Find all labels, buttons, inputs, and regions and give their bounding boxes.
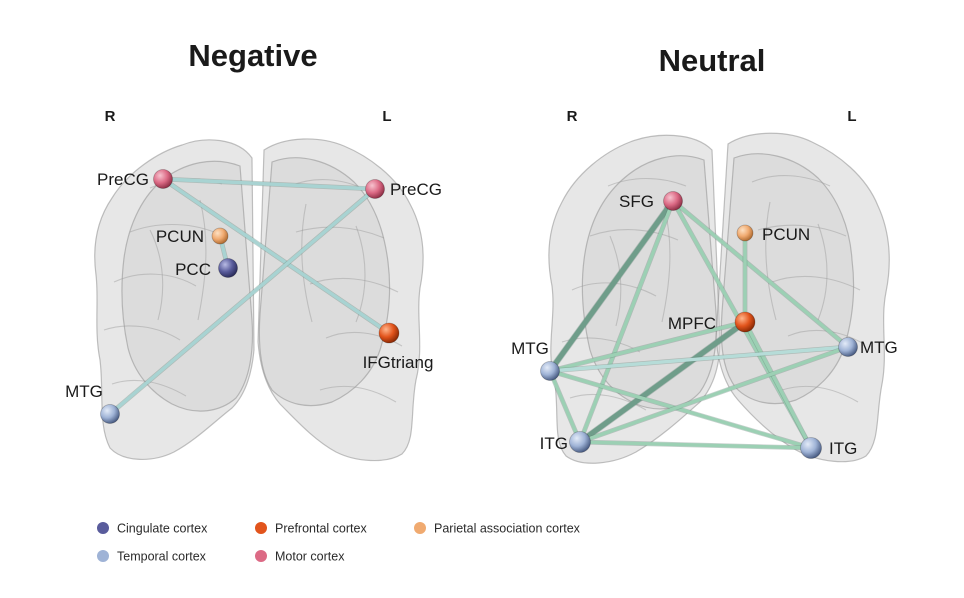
edge-neutral-sfg-itg_r — [578, 199, 675, 444]
legend-label-parietal: Parietal association cortex — [434, 522, 581, 536]
legend-label-temporal: Temporal cortex — [117, 550, 207, 564]
node-neutral-pcun — [736, 224, 754, 242]
legend-swatch-prefrontal — [255, 522, 267, 534]
edge-neutral-mpfc-itg_l — [743, 320, 813, 450]
legend-swatch-motor — [255, 550, 267, 562]
edge-neutral-itg_r-mtg_l — [578, 345, 850, 444]
legend-swatch-cingulate — [97, 522, 109, 534]
node-neutral-itg_l — [800, 437, 822, 459]
node-neutral-itg_r — [569, 431, 591, 453]
node-label-negative-pcc: PCC — [175, 260, 211, 279]
node-label-neutral-sfg: SFG — [619, 192, 654, 211]
node-neutral-sfg — [663, 191, 683, 211]
node-label-neutral-mtg_r: MTG — [511, 339, 549, 358]
side-marker-right-negative: R — [105, 108, 116, 125]
edge-neutral-mtg_r-mtg_l — [548, 345, 850, 373]
edge-neutral-mpfc-mtg_r — [548, 320, 747, 373]
legend-swatch-temporal — [97, 550, 109, 562]
node-label-neutral-mtg_l: MTG — [860, 338, 898, 357]
legend-label-prefrontal: Prefrontal cortex — [275, 522, 367, 536]
legend-swatch-parietal — [414, 522, 426, 534]
edge-neutral-sfg-mtg_r — [547, 198, 676, 374]
side-marker-left-negative: L — [382, 108, 391, 125]
node-neutral-mpfc — [734, 311, 756, 333]
edge-negative-precg_r-precg_l — [161, 177, 377, 191]
node-label-neutral-itg_r: ITG — [540, 434, 568, 453]
edge-negative-precg_l-mtg_r — [108, 187, 377, 416]
node-negative-pcc — [218, 258, 238, 278]
legend-label-cingulate: Cingulate cortex — [117, 522, 208, 536]
node-label-negative-pcun: PCUN — [156, 227, 204, 246]
edge-neutral-mpfc-itg_r — [577, 319, 748, 445]
side-marker-right-neutral: R — [567, 108, 578, 125]
node-negative-mtg_r — [100, 404, 120, 424]
node-negative-ifg — [378, 322, 400, 344]
node-label-negative-precg_r: PreCG — [97, 170, 149, 189]
node-neutral-mtg_r — [540, 361, 560, 381]
panel-title-neutral: Neutral — [659, 43, 766, 78]
node-neutral-mtg_l — [838, 337, 858, 357]
node-label-negative-ifg: IFGtriang — [363, 353, 434, 372]
legend-label-motor: Motor cortex — [275, 550, 345, 564]
legend: Cingulate cortex Prefrontal cortex Parieta… — [97, 522, 581, 564]
node-negative-precg_l — [365, 179, 385, 199]
node-label-negative-precg_l: PreCG — [390, 180, 442, 199]
edge-neutral-mtg_r-itg_l — [548, 369, 813, 450]
node-label-negative-mtg_r: MTG — [65, 382, 103, 401]
node-negative-pcun — [211, 227, 229, 245]
node-label-neutral-pcun: PCUN — [762, 225, 810, 244]
node-label-neutral-itg_l: ITG — [829, 439, 857, 458]
panel-title-negative: Negative — [188, 38, 317, 73]
edge-neutral-sfg-mtg_l — [671, 199, 850, 349]
region-nodes: PreCGPreCGPCUNPCCIFGtriangMTGSFGPCUNMPFC… — [65, 169, 898, 459]
edge-neutral-itg_r-itg_l — [578, 440, 813, 450]
node-negative-precg_r — [153, 169, 173, 189]
side-marker-left-neutral: L — [847, 108, 856, 125]
node-label-neutral-mpfc: MPFC — [668, 314, 716, 333]
edge-neutral-mtg_r-itg_r — [548, 369, 582, 444]
edge-negative-precg_r-ifg — [161, 177, 391, 335]
